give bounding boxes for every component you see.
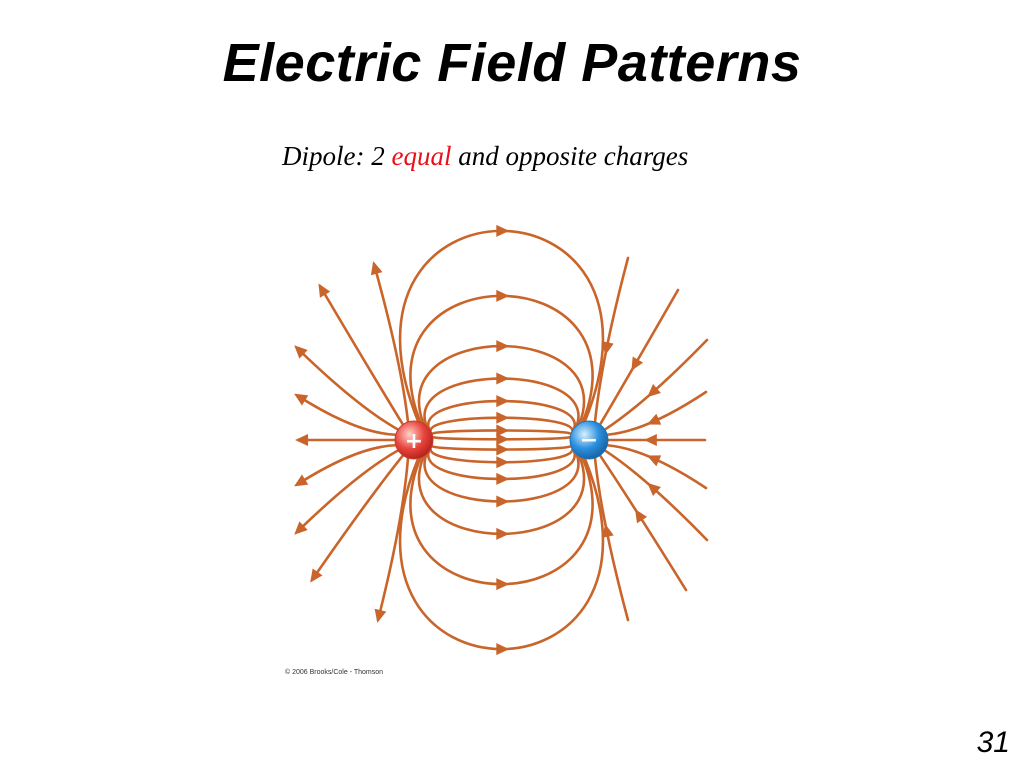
negative-incoming-line <box>593 256 630 424</box>
slide-subtitle: Dipole: 2 equal and opposite charges <box>282 141 688 172</box>
negative-charge: − <box>569 420 609 460</box>
field-arrow <box>496 224 510 237</box>
field-arrow <box>643 434 657 446</box>
field-arrow <box>294 474 309 487</box>
field-arrow <box>318 283 331 298</box>
field-arrow <box>496 643 510 656</box>
field-arrows <box>294 224 662 656</box>
field-arrow <box>294 345 308 359</box>
subtitle-suffix: and opposite charges <box>451 141 689 171</box>
field-arrow <box>374 608 387 623</box>
negative-charge-symbol: − <box>580 428 598 453</box>
field-arrow <box>496 456 510 469</box>
field-arrow <box>294 521 308 535</box>
positive-outward-line <box>376 456 410 622</box>
field-arrow <box>601 523 614 538</box>
subtitle-emphasis: equal <box>391 141 452 171</box>
field-arrow <box>496 495 510 508</box>
field-arrow <box>496 443 510 456</box>
field-arrow <box>496 340 510 353</box>
positive-outward-line <box>310 454 405 582</box>
field-arrow <box>496 578 510 591</box>
negative-incoming-line <box>598 454 688 592</box>
connecting-field-line <box>398 229 605 423</box>
field-arrow <box>496 424 510 437</box>
negative-incoming-line <box>593 456 630 622</box>
field-arrow <box>647 482 661 497</box>
positive-outward-line <box>296 394 398 437</box>
slide-title: Electric Field Patterns <box>222 33 802 93</box>
field-arrow <box>294 393 309 406</box>
subtitle-prefix: Dipole: 2 <box>282 141 392 171</box>
field-arrow <box>496 395 510 408</box>
field-arrow <box>370 261 383 276</box>
field-arrow <box>310 568 323 583</box>
connecting-field-line <box>417 344 586 425</box>
positive-outward-line <box>295 346 400 431</box>
field-arrow <box>646 413 662 425</box>
positive-charge: + <box>394 420 434 460</box>
field-arrow <box>496 527 510 540</box>
field-arrow <box>496 372 510 385</box>
field-arrow <box>631 356 644 371</box>
field-arrow <box>295 434 309 446</box>
connecting-field-line <box>398 457 605 651</box>
negative-incoming-line <box>605 443 708 490</box>
field-arrow <box>601 341 614 356</box>
copyright-note: © 2006 Brooks/Cole - Thomson <box>285 669 384 676</box>
field-arrow <box>646 455 662 467</box>
field-arrow <box>647 383 661 398</box>
positive-outward-line <box>318 284 405 426</box>
field-arrow <box>635 509 648 524</box>
negative-incoming-line <box>605 390 708 437</box>
dipole-field-diagram: + − <box>294 224 709 656</box>
field-arrow <box>496 433 510 446</box>
positive-charge-symbol: + <box>405 429 423 454</box>
connecting-field-line <box>417 455 586 536</box>
field-arrow <box>496 472 510 485</box>
slide-number: 31 <box>976 726 1010 759</box>
positive-outward-line <box>295 449 400 534</box>
positive-outward-line <box>372 262 410 424</box>
field-arrow <box>496 289 510 302</box>
positive-outward-line <box>296 443 398 486</box>
field-arrow <box>496 411 510 424</box>
